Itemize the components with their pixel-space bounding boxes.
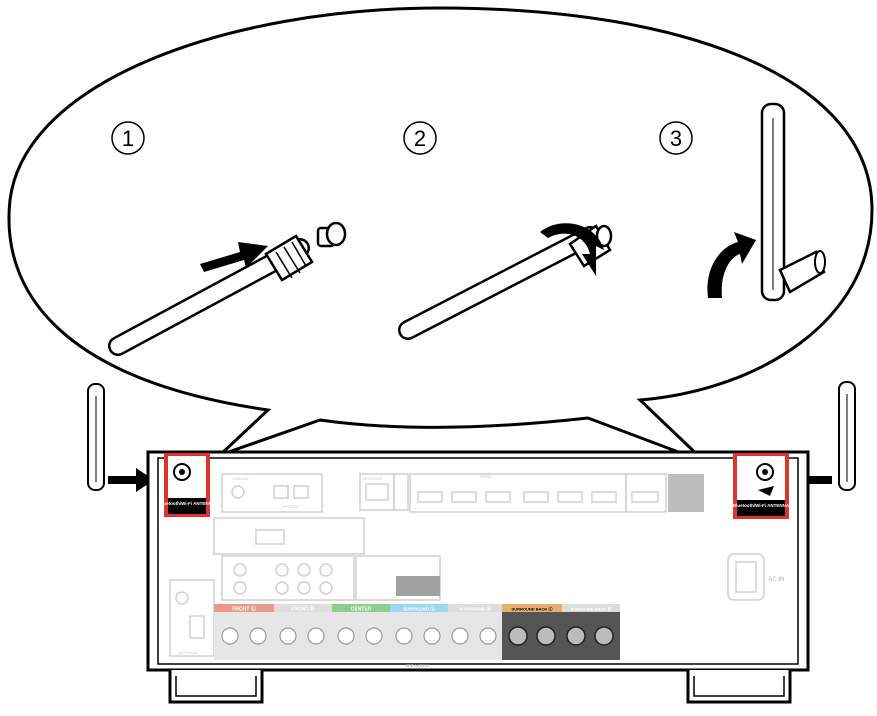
step-2-number: 2 [403,121,437,155]
svg-text:1: 1 [122,126,134,151]
left-antenna-port: Bluetooth/Wi-Fi ANTENNA [159,453,216,517]
left-side-antenna-icon [87,383,105,491]
rear-panel-jacks: COAXIAL OPTICAL NETWORK HDMI [169,473,784,657]
callout-bubble [7,6,874,464]
right-antenna-port: Bluetooth/Wi-Fi ANTENNA [733,453,790,519]
step-1-antenna-icon [108,234,314,356]
speakers-label: SPEAKERS [405,663,429,668]
surround-back-l-label: SURROUND BACK Ⓛ [512,606,553,612]
optical-label: OPTICAL [282,504,300,509]
svg-text:3: 3 [670,126,682,151]
left-antenna-label: Bluetooth/Wi-Fi ANTENNA [159,501,216,506]
surround-r-label: SURROUND Ⓡ [459,606,491,613]
surround-l-label: SURROUND Ⓛ [403,606,435,613]
network-label: NETWORK [362,476,383,481]
front-l-label: FRONT Ⓛ [232,606,256,613]
raise-arrow-icon [707,232,756,298]
push-arrow-icon [200,242,268,272]
antenna-section-label: ANTENNA [178,650,197,655]
hdmi-label: HDMI [480,474,492,479]
step-3-number: 3 [659,121,693,155]
step-3-antenna-icon [760,102,826,302]
step-1-number: 1 [111,121,145,155]
coaxial-label: COAXIAL [232,476,250,481]
receiver-rear-panel [146,450,810,704]
center-label: CENTER [351,607,372,613]
front-r-label: FRONT Ⓡ [291,606,315,613]
svg-text:2: 2 [414,126,426,151]
step-1-connector-icon [316,221,347,248]
surround-back-r-label: SURROUND BACK Ⓡ [571,606,612,612]
rotate-arrow-icon [540,223,604,276]
speaker-terminals: FRONT Ⓛ FRONT Ⓡ CENTER SURROUND Ⓛ SURROU… [214,604,620,668]
right-side-antenna-icon [838,381,856,491]
right-antenna-label: Bluetooth/Wi-Fi ANTENNA [733,503,790,508]
left-pointer-arrow-icon [108,468,154,492]
ac-in-label: AC IN [768,577,784,583]
